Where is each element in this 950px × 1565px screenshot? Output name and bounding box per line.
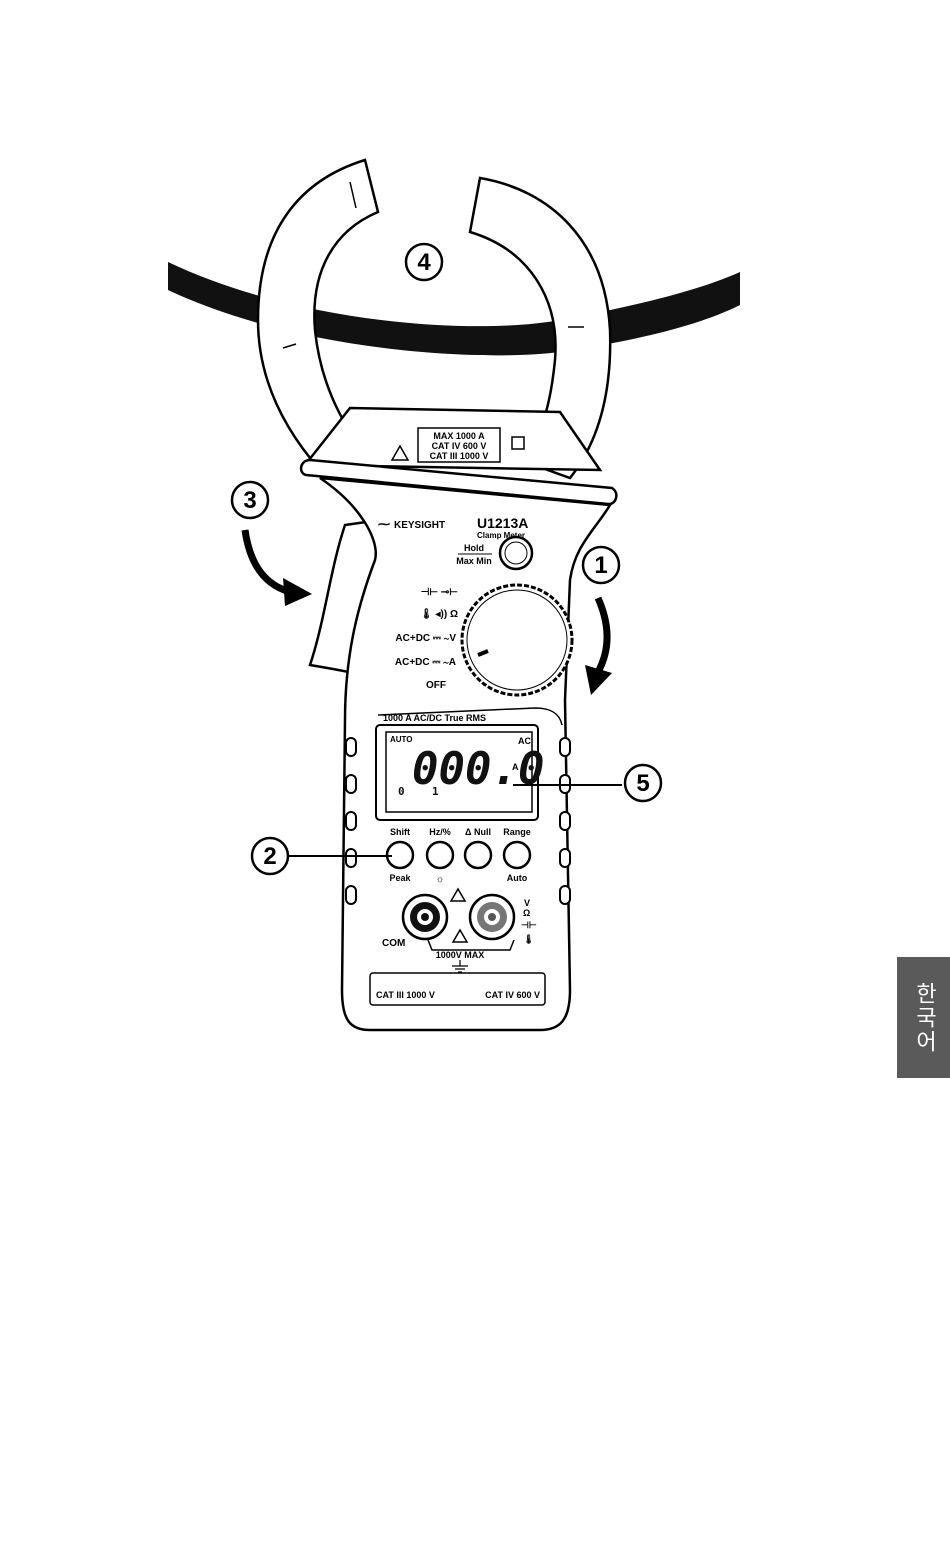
- svg-text:1: 1: [594, 552, 607, 579]
- cat-right-label: CAT IV 600 V: [485, 990, 540, 1000]
- language-tab[interactable]: 한국어: [897, 957, 950, 1078]
- svg-text:5: 5: [636, 770, 649, 797]
- model-name: U1213A: [477, 515, 528, 531]
- com-label: COM: [382, 938, 405, 949]
- range-button[interactable]: [504, 842, 530, 868]
- cat-left-label: CAT III 1000 V: [376, 990, 435, 1000]
- brand-name: KEYSIGHT: [394, 520, 445, 531]
- true-rms-label: 1000 A AC/DC True RMS: [383, 713, 486, 723]
- terminal-label-ohm: Ω: [523, 908, 530, 918]
- lcd-sub-right: 1: [432, 785, 439, 798]
- lcd-auto-indicator: AUTO: [390, 735, 413, 744]
- cable: [168, 262, 740, 355]
- range-label: Range: [503, 827, 531, 837]
- trigger-arrow: [245, 530, 290, 592]
- rating-line-1: MAX 1000 A: [433, 431, 485, 441]
- lcd-unit: A: [512, 762, 519, 772]
- rating-line-3: CAT III 1000 V: [430, 451, 489, 461]
- dial-position-capacitance-diode: ⊣⊢ ⊸⊢: [421, 587, 459, 598]
- maxmin-label: Max Min: [456, 556, 492, 566]
- shift-label: Shift: [390, 827, 410, 837]
- terminal-label-temperature: 🌡: [523, 934, 534, 944]
- rating-line-2: CAT IV 600 V: [432, 441, 487, 451]
- dial-rotate-arrow: [598, 598, 607, 672]
- null-label: Δ Null: [465, 827, 491, 837]
- terminal-label-capacitance: ⊣⊢: [521, 920, 537, 930]
- callout-4: 4: [406, 244, 442, 280]
- backlight-icon: ☼: [435, 874, 444, 885]
- null-button[interactable]: [465, 842, 491, 868]
- hz-label: Hz/%: [429, 827, 451, 837]
- dial-position-voltage: AC+DC ⎓ ∼V: [395, 633, 456, 644]
- dial-position-current: AC+DC ⎓ ∼A: [395, 657, 456, 668]
- callout-1: 1: [583, 547, 619, 583]
- hold-label: Hold: [464, 543, 484, 553]
- svg-text:4: 4: [417, 249, 431, 276]
- callout-3: 3: [232, 482, 268, 518]
- svg-text:2: 2: [263, 843, 276, 870]
- lcd-sub-left: 0: [398, 785, 405, 798]
- auto-label: Auto: [507, 873, 528, 883]
- dial-position-off: OFF: [426, 680, 446, 691]
- language-tab-label: 한국어: [908, 982, 940, 1054]
- svg-text:3: 3: [243, 487, 256, 514]
- peak-label: Peak: [389, 873, 411, 883]
- max-label: 1000V MAX: [436, 950, 485, 960]
- brand-logo-mark: ⁓: [378, 517, 390, 531]
- callout-2: 2: [252, 838, 288, 874]
- terminal-label-v: V: [524, 898, 530, 908]
- callout-5: 5: [625, 765, 661, 801]
- dial-position-temp-continuity-ohm: 🌡 ◂)) Ω: [420, 607, 458, 620]
- hz-button[interactable]: [427, 842, 453, 868]
- cat-panel: [370, 973, 545, 1005]
